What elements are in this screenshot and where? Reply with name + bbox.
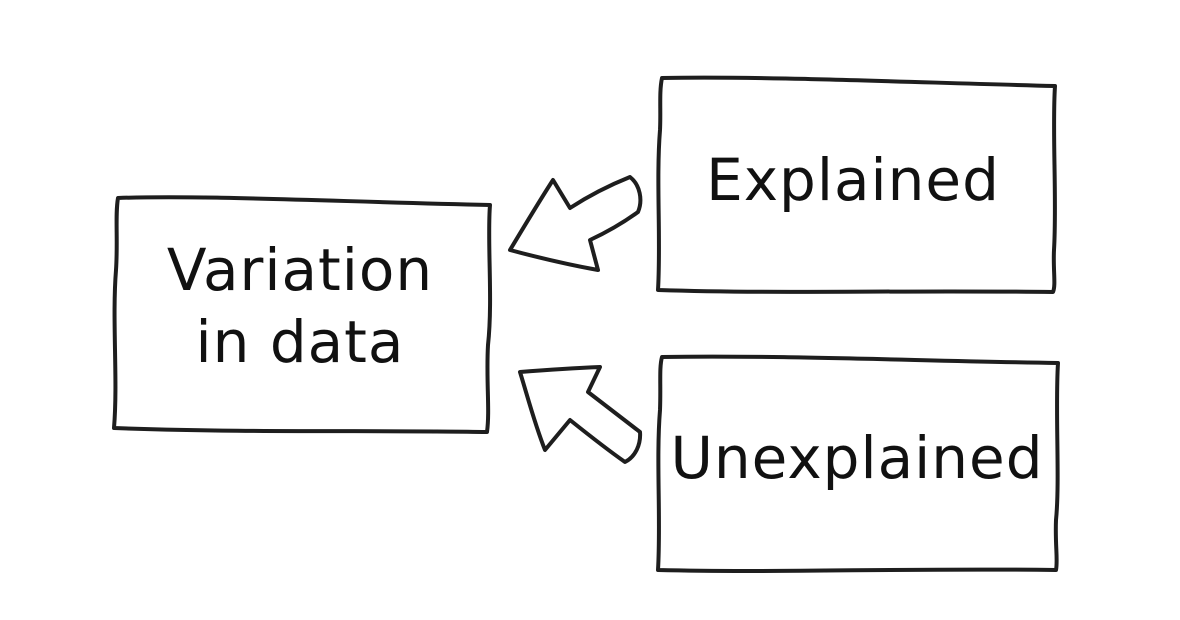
- variation-in-data-box: [112, 195, 493, 434]
- unexplained-to-variation-arrow: [518, 365, 643, 464]
- explained-box: [656, 75, 1057, 294]
- variation-label-line-2: in data: [196, 308, 405, 376]
- explained-node: Explained: [656, 75, 1057, 294]
- unexplained-node: Unexplained: [656, 354, 1060, 573]
- explained-label: Explained: [706, 146, 1000, 214]
- variation-label-line-1: Variation: [167, 236, 433, 304]
- variation-in-data-node: Variation in data: [112, 195, 493, 434]
- unexplained-box: [656, 354, 1060, 573]
- unexplained-label: Unexplained: [670, 424, 1043, 492]
- explained-to-variation-arrow: [508, 175, 643, 272]
